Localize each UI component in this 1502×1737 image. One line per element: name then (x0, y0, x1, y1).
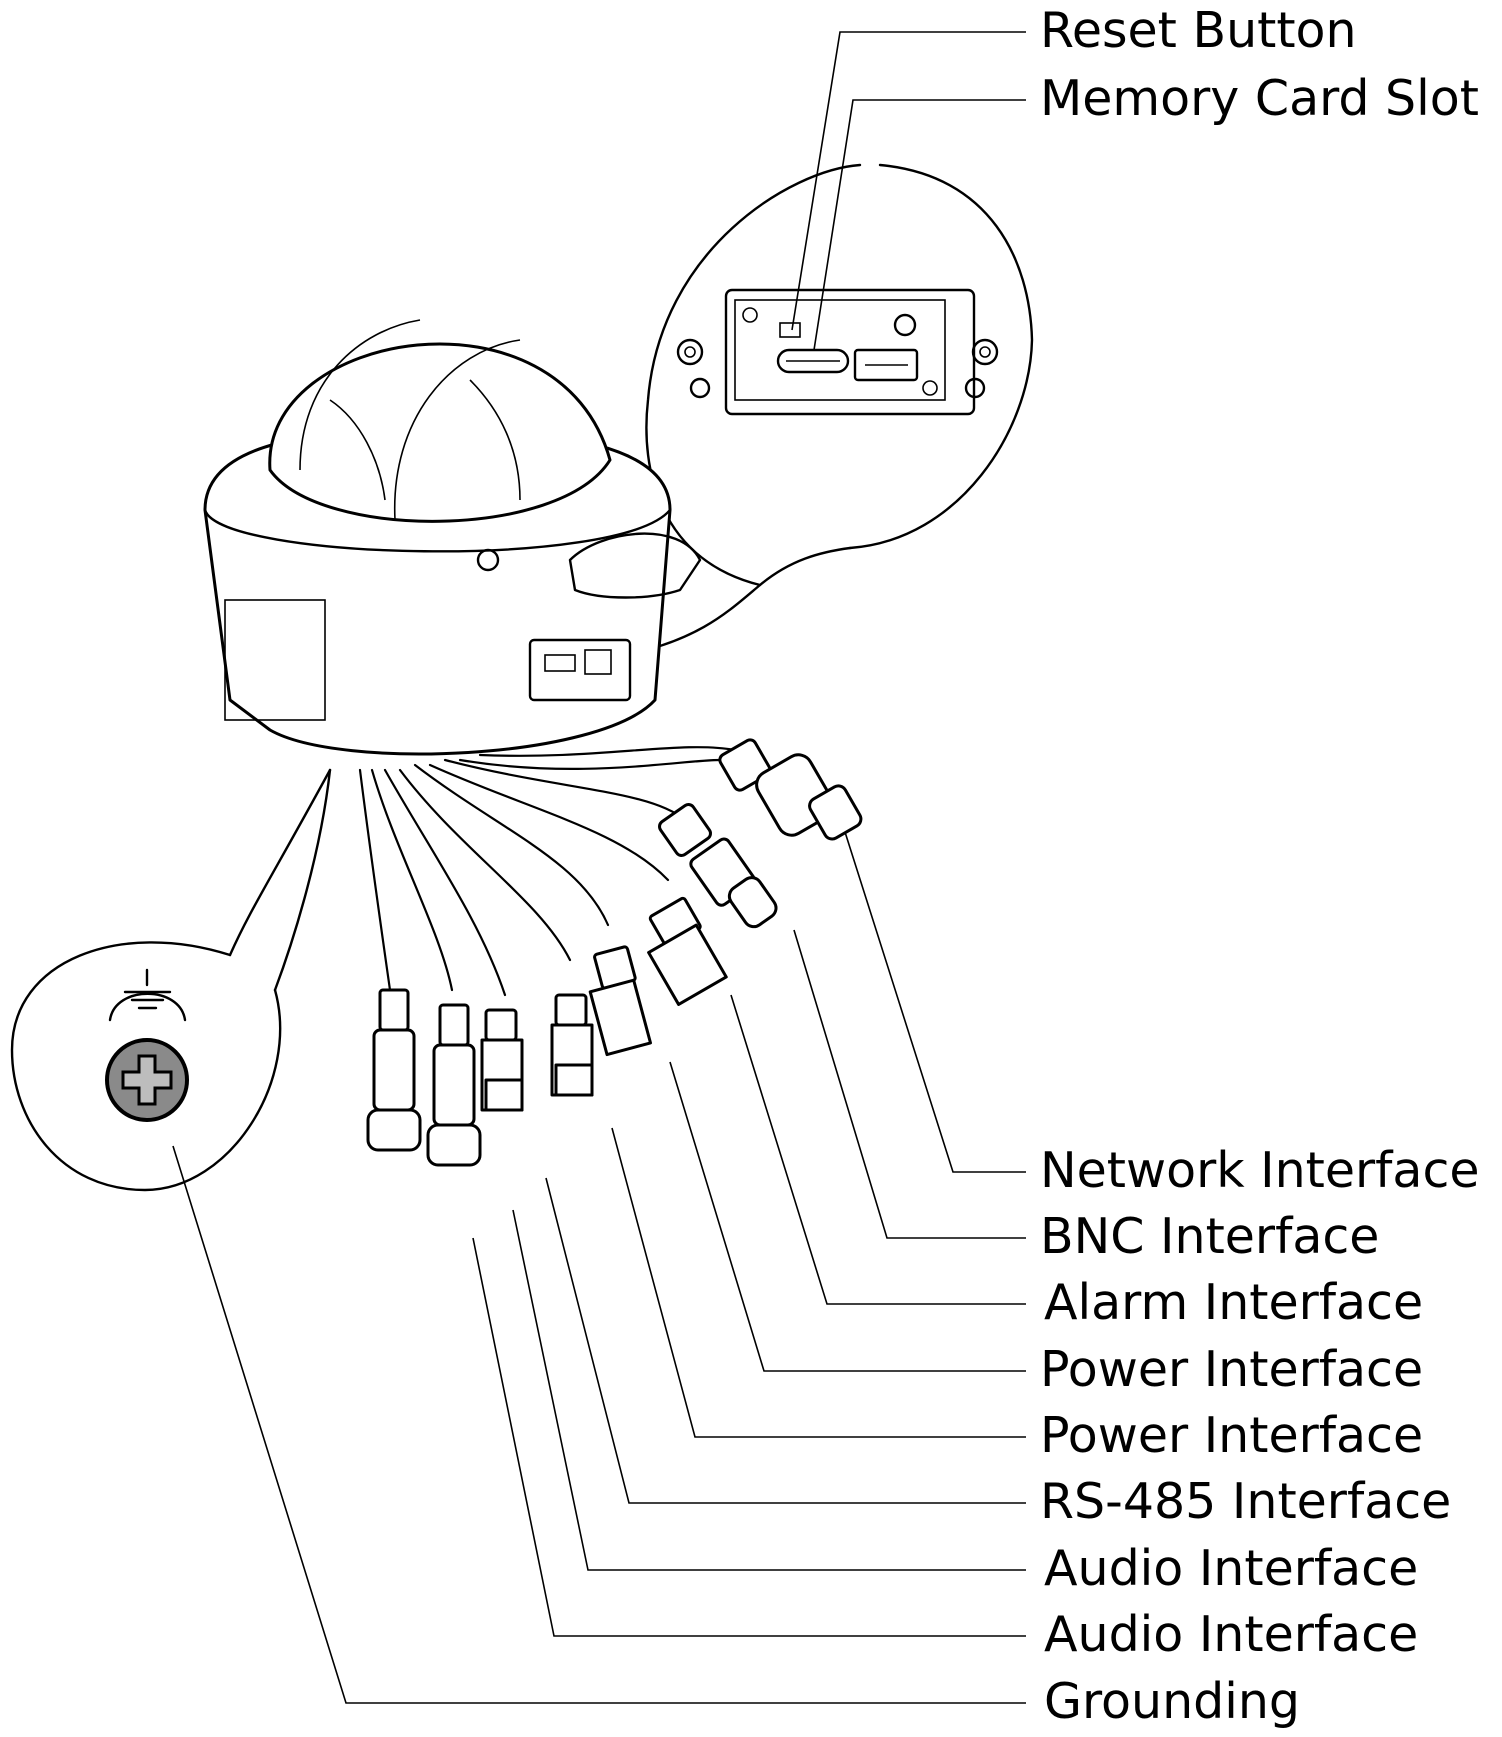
leader-bnc-interface (793, 929, 1026, 1239)
ground-symbol-icon (108, 968, 187, 1022)
leader-audio-interface-1 (512, 1209, 1026, 1571)
label-grounding: Grounding (1044, 1673, 1301, 1730)
leader-grounding (172, 1145, 1026, 1704)
cable-bundle (358, 746, 737, 997)
label-audio-interface-1: Audio Interface (1044, 1540, 1419, 1597)
label-alarm-interface: Alarm Interface (1044, 1274, 1424, 1331)
camera-dome (203, 319, 702, 756)
leader-network-interface (844, 831, 1026, 1173)
phillips-screw-icon (105, 1038, 189, 1122)
connector-rs485 (480, 1008, 524, 1112)
label-audio-interface-2: Audio Interface (1044, 1606, 1419, 1663)
connector-audio-2 (426, 1003, 482, 1167)
leader-alarm-interface (730, 994, 1026, 1305)
label-rs485-interface: RS-485 Interface (1040, 1473, 1452, 1530)
label-memory-card-slot: Memory Card Slot (1040, 70, 1479, 127)
leader-audio-interface-2 (472, 1237, 1026, 1637)
connector-network (718, 738, 863, 841)
label-power-interface-1: Power Interface (1040, 1341, 1424, 1398)
label-reset-button: Reset Button (1040, 2, 1357, 59)
leader-power-interface-1 (669, 1061, 1026, 1372)
connector-bnc (658, 803, 778, 929)
zoom-callout-top (623, 163, 1034, 657)
leader-rs485-interface (545, 1177, 1026, 1504)
connector-audio-1 (366, 988, 422, 1152)
label-network-interface: Network Interface (1040, 1142, 1480, 1199)
label-bnc-interface: BNC Interface (1040, 1208, 1380, 1265)
connector-power-2 (588, 945, 652, 1057)
label-power-interface-2: Power Interface (1040, 1407, 1424, 1464)
connector-alarm (647, 896, 728, 1006)
leader-power-interface-2 (611, 1127, 1026, 1438)
leader-reset-button (791, 31, 1026, 331)
leader-lines (172, 31, 1026, 1704)
leader-memory-card-slot (813, 99, 1026, 351)
zoom-callout-grounding (10, 768, 332, 1192)
connector-power-1 (550, 993, 594, 1097)
